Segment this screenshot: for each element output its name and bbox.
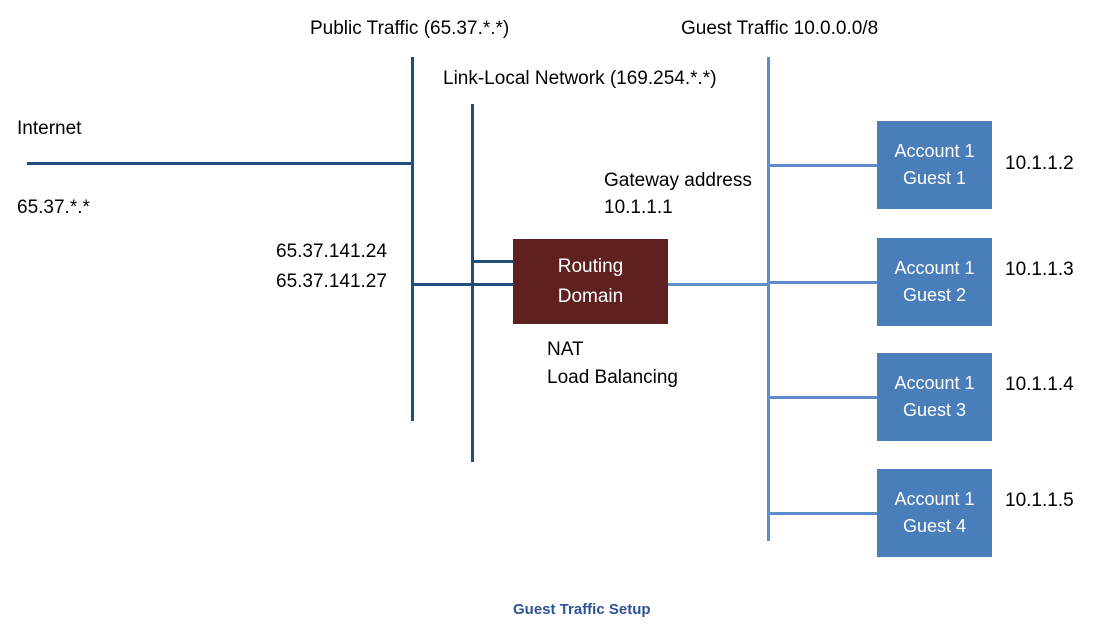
guest-node-1-name: Guest 1 [902, 168, 967, 188]
guest-node-1-ip-label: 10.1.1.2 [1005, 153, 1074, 174]
public-traffic-trunk-line [411, 57, 414, 421]
guest-node-2-account: Account 1 [894, 258, 975, 278]
guest-node-4-name: Guest 4 [902, 516, 967, 536]
gateway-address-ip-label: 10.1.1.1 [604, 197, 673, 218]
guest-node-3-ip-label: 10.1.1.4 [1005, 374, 1074, 395]
router-function-nat-label: NAT [547, 339, 584, 360]
link-local-network-label: Link-Local Network (169.254.*.*) [443, 68, 717, 89]
guest-branch-line-2 [767, 281, 879, 284]
routing-domain-line-1: Routing [557, 255, 624, 277]
guest-node-4[interactable]: Account 1 Guest 4 [877, 469, 992, 557]
guest-node-2[interactable]: Account 1 Guest 2 [877, 238, 992, 326]
guest-branch-line-1 [767, 164, 879, 167]
internet-range-label: 65.37.*.* [17, 197, 90, 218]
guest-node-4-account: Account 1 [894, 489, 975, 509]
routing-domain-node[interactable]: Routing Domain [513, 239, 668, 324]
guest-node-1[interactable]: Account 1 Guest 1 [877, 121, 992, 209]
link-local-to-router-line [471, 260, 515, 263]
guest-node-2-name: Guest 2 [902, 285, 967, 305]
internet-link-line [27, 162, 414, 165]
guest-node-2-ip-label: 10.1.1.3 [1005, 259, 1074, 280]
gateway-address-title-label: Gateway address [604, 170, 752, 191]
guest-branch-line-4 [767, 512, 879, 515]
routing-domain-line-2: Domain [557, 285, 624, 307]
public-traffic-label: Public Traffic (65.37.*.*) [310, 18, 510, 39]
guest-traffic-label: Guest Traffic 10.0.0.0/8 [681, 18, 879, 39]
guest-node-3-name: Guest 3 [902, 400, 967, 420]
router-function-load-balancing-label: Load Balancing [547, 367, 678, 388]
guest-traffic-trunk-line [767, 57, 770, 541]
public-to-router-line [411, 283, 515, 286]
internet-label: Internet [17, 118, 82, 139]
router-to-guest-trunk-line [668, 283, 769, 286]
guest-node-3-account: Account 1 [894, 373, 975, 393]
guest-node-1-account: Account 1 [894, 141, 975, 161]
guest-node-3[interactable]: Account 1 Guest 3 [877, 353, 992, 441]
router-ip-public-label: 65.37.141.27 [276, 271, 387, 292]
guest-branch-line-3 [767, 396, 879, 399]
diagram-caption: Guest Traffic Setup [513, 601, 651, 618]
guest-node-4-ip-label: 10.1.1.5 [1005, 490, 1074, 511]
router-ip-link-local-label: 65.37.141.24 [276, 241, 387, 262]
